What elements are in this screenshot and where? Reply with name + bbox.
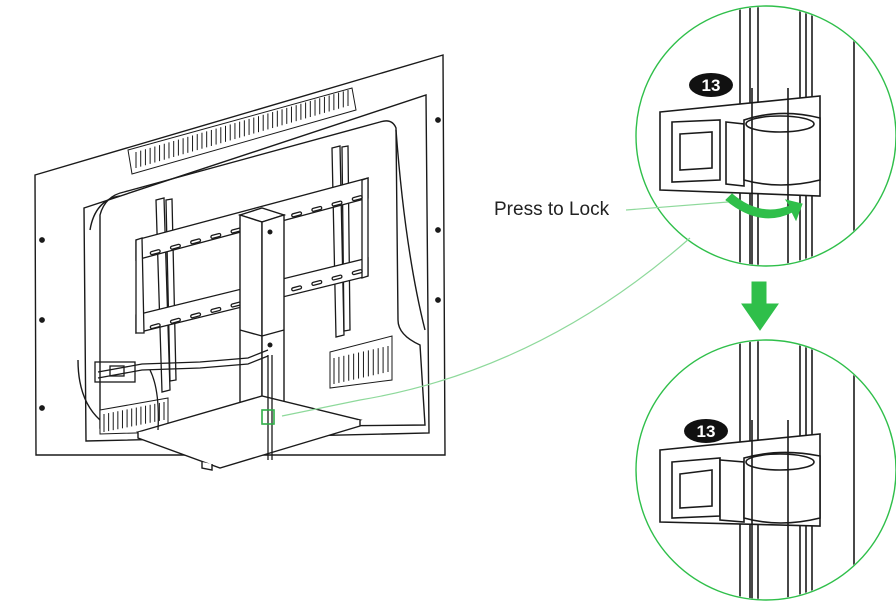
plate-slot — [351, 195, 363, 202]
stand-base — [135, 395, 363, 471]
callout-leader-line — [625, 201, 729, 211]
vent-grille-top — [127, 87, 357, 175]
svg-text:13: 13 — [697, 422, 716, 441]
plate-slot — [210, 232, 222, 240]
curved-arrow-icon — [725, 193, 803, 222]
plate-slot — [311, 279, 323, 287]
detail-circle-bottom: 13 — [635, 339, 896, 601]
plate-slot — [210, 306, 222, 314]
plate-slot — [149, 249, 161, 256]
plate-slot — [169, 243, 181, 250]
plate-slot — [149, 323, 161, 330]
step-badge-bottom: 13 — [684, 419, 728, 443]
zoom-connector-lines — [281, 237, 691, 417]
detail-circle-top: 13 — [635, 5, 896, 267]
plate-slot — [331, 274, 343, 281]
plate-slot — [169, 317, 181, 324]
zoom-target-marker — [261, 409, 275, 425]
vent-grille-bottom-left — [99, 397, 169, 435]
plate-slot — [351, 269, 363, 276]
plate-slot — [190, 238, 202, 245]
tv-cables — [94, 349, 275, 460]
down-arrow-icon — [741, 281, 779, 331]
plate-slot — [311, 205, 323, 213]
plate-slot — [291, 211, 303, 218]
plate-slot — [331, 200, 343, 207]
press-to-lock-label: Press to Lock — [494, 199, 610, 220]
plate-slot — [190, 312, 202, 319]
stand-column — [237, 207, 287, 442]
vent-grille-bottom-right — [329, 335, 393, 389]
svg-text:13: 13 — [702, 76, 721, 95]
step-badge-top: 13 — [689, 73, 733, 97]
plate-slot — [291, 285, 303, 292]
